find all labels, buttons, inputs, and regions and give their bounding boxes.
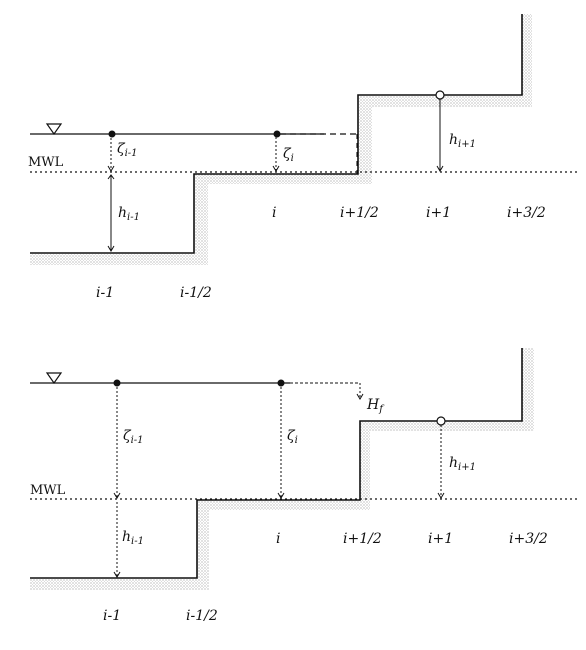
h-prev-label: hi-1 bbox=[118, 205, 140, 223]
wall-hatch-right bbox=[522, 14, 532, 107]
step-hatch-2 bbox=[360, 421, 370, 510]
zeta-prev-arrowhead bbox=[107, 165, 115, 172]
node-i bbox=[277, 379, 285, 387]
index-i-label: i bbox=[276, 531, 280, 547]
bed-hatch-middle bbox=[194, 174, 364, 184]
node-i+1 bbox=[436, 416, 446, 426]
top-panel: MWL ζi-1 ζi hi-1 hi+1 i i+1/2 i+1 i+3/2 … bbox=[28, 14, 580, 301]
h-prev-arrowhead bbox=[113, 571, 121, 578]
index-i-half-prev-label: i-1/2 bbox=[180, 285, 212, 301]
bed-profile bbox=[30, 14, 523, 254]
index-i-prev-label: i-1 bbox=[103, 608, 121, 624]
mwl-label: MWL bbox=[28, 155, 64, 170]
step-hatch-1 bbox=[194, 174, 208, 265]
index-i-3half-label: i+3/2 bbox=[507, 205, 546, 221]
h-next-arrowhead bbox=[436, 165, 444, 172]
index-i-half-next-label: i+1/2 bbox=[343, 531, 382, 547]
h-prev-arrowhead bbox=[107, 245, 115, 252]
zeta-i-arrowhead bbox=[272, 165, 280, 172]
node-i-1 bbox=[108, 130, 116, 138]
zeta-i-arrowhead bbox=[277, 492, 285, 499]
wall-hatch-right bbox=[522, 348, 534, 431]
bed-hatch-right bbox=[358, 95, 530, 107]
step-hatch-1 bbox=[197, 500, 209, 590]
zeta-prev-label: ζi-1 bbox=[117, 141, 138, 159]
node-i bbox=[273, 130, 281, 138]
bed-hatch-left bbox=[30, 578, 208, 590]
zeta-prev-arrowhead bbox=[113, 492, 121, 499]
index-i-next-label: i+1 bbox=[428, 531, 453, 547]
zeta-prev-label: ζi-1 bbox=[123, 428, 144, 446]
index-i-3half-label: i+3/2 bbox=[509, 531, 548, 547]
bed-hatch-middle bbox=[197, 500, 363, 510]
bed-profile bbox=[30, 348, 523, 579]
zeta-i-label: ζi bbox=[283, 146, 294, 164]
hf-label: Hf bbox=[366, 397, 385, 415]
node-i+1 bbox=[435, 90, 445, 100]
index-i-prev-label: i-1 bbox=[96, 285, 114, 301]
h-next-arrowhead bbox=[437, 492, 445, 499]
h-next-label: hi+1 bbox=[449, 455, 476, 473]
bed-hatch-left bbox=[30, 253, 208, 265]
bed-hatch-right bbox=[360, 421, 532, 431]
h-prev-label: hi-1 bbox=[122, 529, 144, 547]
step-hatch-2 bbox=[358, 95, 372, 184]
index-i-half-prev-label: i-1/2 bbox=[186, 608, 218, 624]
zeta-i-label: ζi bbox=[287, 428, 298, 446]
hf-arrowhead bbox=[356, 393, 364, 400]
bottom-panel: MWL ζi-1 ζi Hf hi-1 hi+1 i i+1/2 i+1 i+3… bbox=[30, 348, 580, 624]
node-i-1 bbox=[113, 379, 121, 387]
water-level-symbol-icon bbox=[45, 372, 63, 385]
mwl-label: MWL bbox=[30, 483, 66, 498]
h-prev-arrowtail bbox=[107, 174, 115, 180]
index-i-next-label: i+1 bbox=[426, 205, 451, 221]
h-next-label: hi+1 bbox=[449, 132, 476, 150]
index-i-half-next-label: i+1/2 bbox=[340, 205, 379, 221]
index-i-label: i bbox=[272, 205, 276, 221]
water-level-symbol-icon bbox=[45, 123, 63, 136]
